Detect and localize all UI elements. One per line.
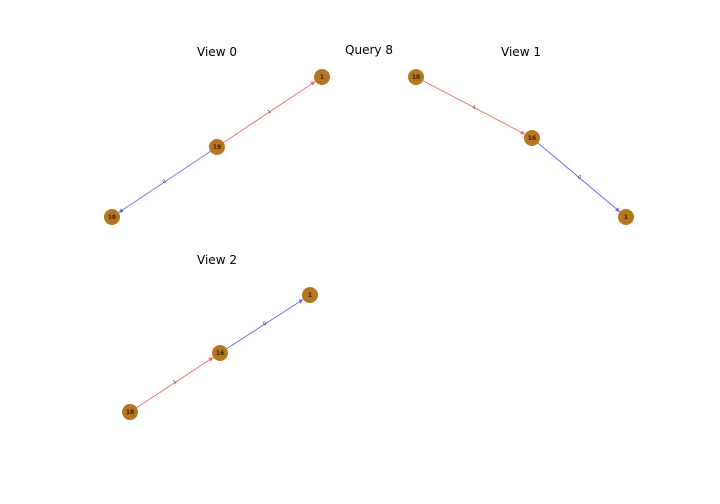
view-0: View 0 1 0 1 19 18: [104, 45, 330, 225]
view-2-node-0-label: 1: [308, 292, 312, 299]
view-2-title: View 2: [197, 253, 237, 267]
view-0-edge-0-label: 1: [267, 109, 273, 116]
view-0-node-0-label: 1: [320, 74, 324, 81]
view-0-node-2-circle: [104, 209, 120, 225]
view-2-node-0-circle: [302, 287, 318, 303]
view-1-node-1-label: 16: [528, 135, 536, 142]
view-2-node-1: 16: [212, 345, 228, 361]
view-2-edge-1-label: 1: [172, 379, 178, 386]
view-1-edge-0: [422, 80, 526, 135]
view-0-node-1: 19: [209, 139, 225, 155]
view-2-node-0: 1: [302, 287, 318, 303]
view-2-node-2-label: 18: [126, 409, 134, 416]
view-1-node-0-circle: [408, 69, 424, 85]
view-1-node-0: 18: [408, 69, 424, 85]
view-2-node-2-circle: [122, 404, 138, 420]
view-2-node-1-label: 16: [216, 350, 224, 357]
view-1-node-2-label: 1: [624, 214, 628, 221]
figure-title: Query 8: [345, 43, 393, 57]
view-0-node-0-circle: [314, 69, 330, 85]
view-0-edge-0: [223, 81, 316, 143]
view-0-node-2: 18: [104, 209, 120, 225]
view-0-edge-1-label: 0: [162, 179, 168, 186]
view-0-title: View 0: [197, 45, 237, 59]
view-1-edge-1-label: 0: [576, 174, 582, 181]
view-2-node-1-circle: [212, 345, 228, 361]
view-2-edge-0: [226, 298, 304, 350]
view-1-edge-0-label: 1: [471, 104, 477, 111]
view-0-node-0: 1: [314, 69, 330, 85]
view-2-node-2: 18: [122, 404, 138, 420]
view-1-node-1-circle: [524, 130, 540, 146]
view-1-title: View 1: [501, 45, 541, 59]
view-1-node-1: 16: [524, 130, 540, 146]
view-2-edge-1: [136, 357, 214, 408]
view-1-edge-1: [537, 142, 621, 213]
view-0-node-1-label: 19: [213, 144, 221, 151]
view-1: View 1 1 0 18 16 1: [408, 45, 634, 225]
view-2: View 2 0 1 1 16 18: [122, 253, 318, 420]
view-0-node-2-label: 18: [108, 214, 116, 221]
view-0-node-1-circle: [209, 139, 225, 155]
view-0-edge-1: [118, 151, 211, 213]
view-1-node-0-label: 18: [412, 74, 420, 81]
view-1-node-2: 1: [618, 209, 634, 225]
view-1-node-2-circle: [618, 209, 634, 225]
view-2-edge-0-label: 0: [262, 321, 268, 328]
